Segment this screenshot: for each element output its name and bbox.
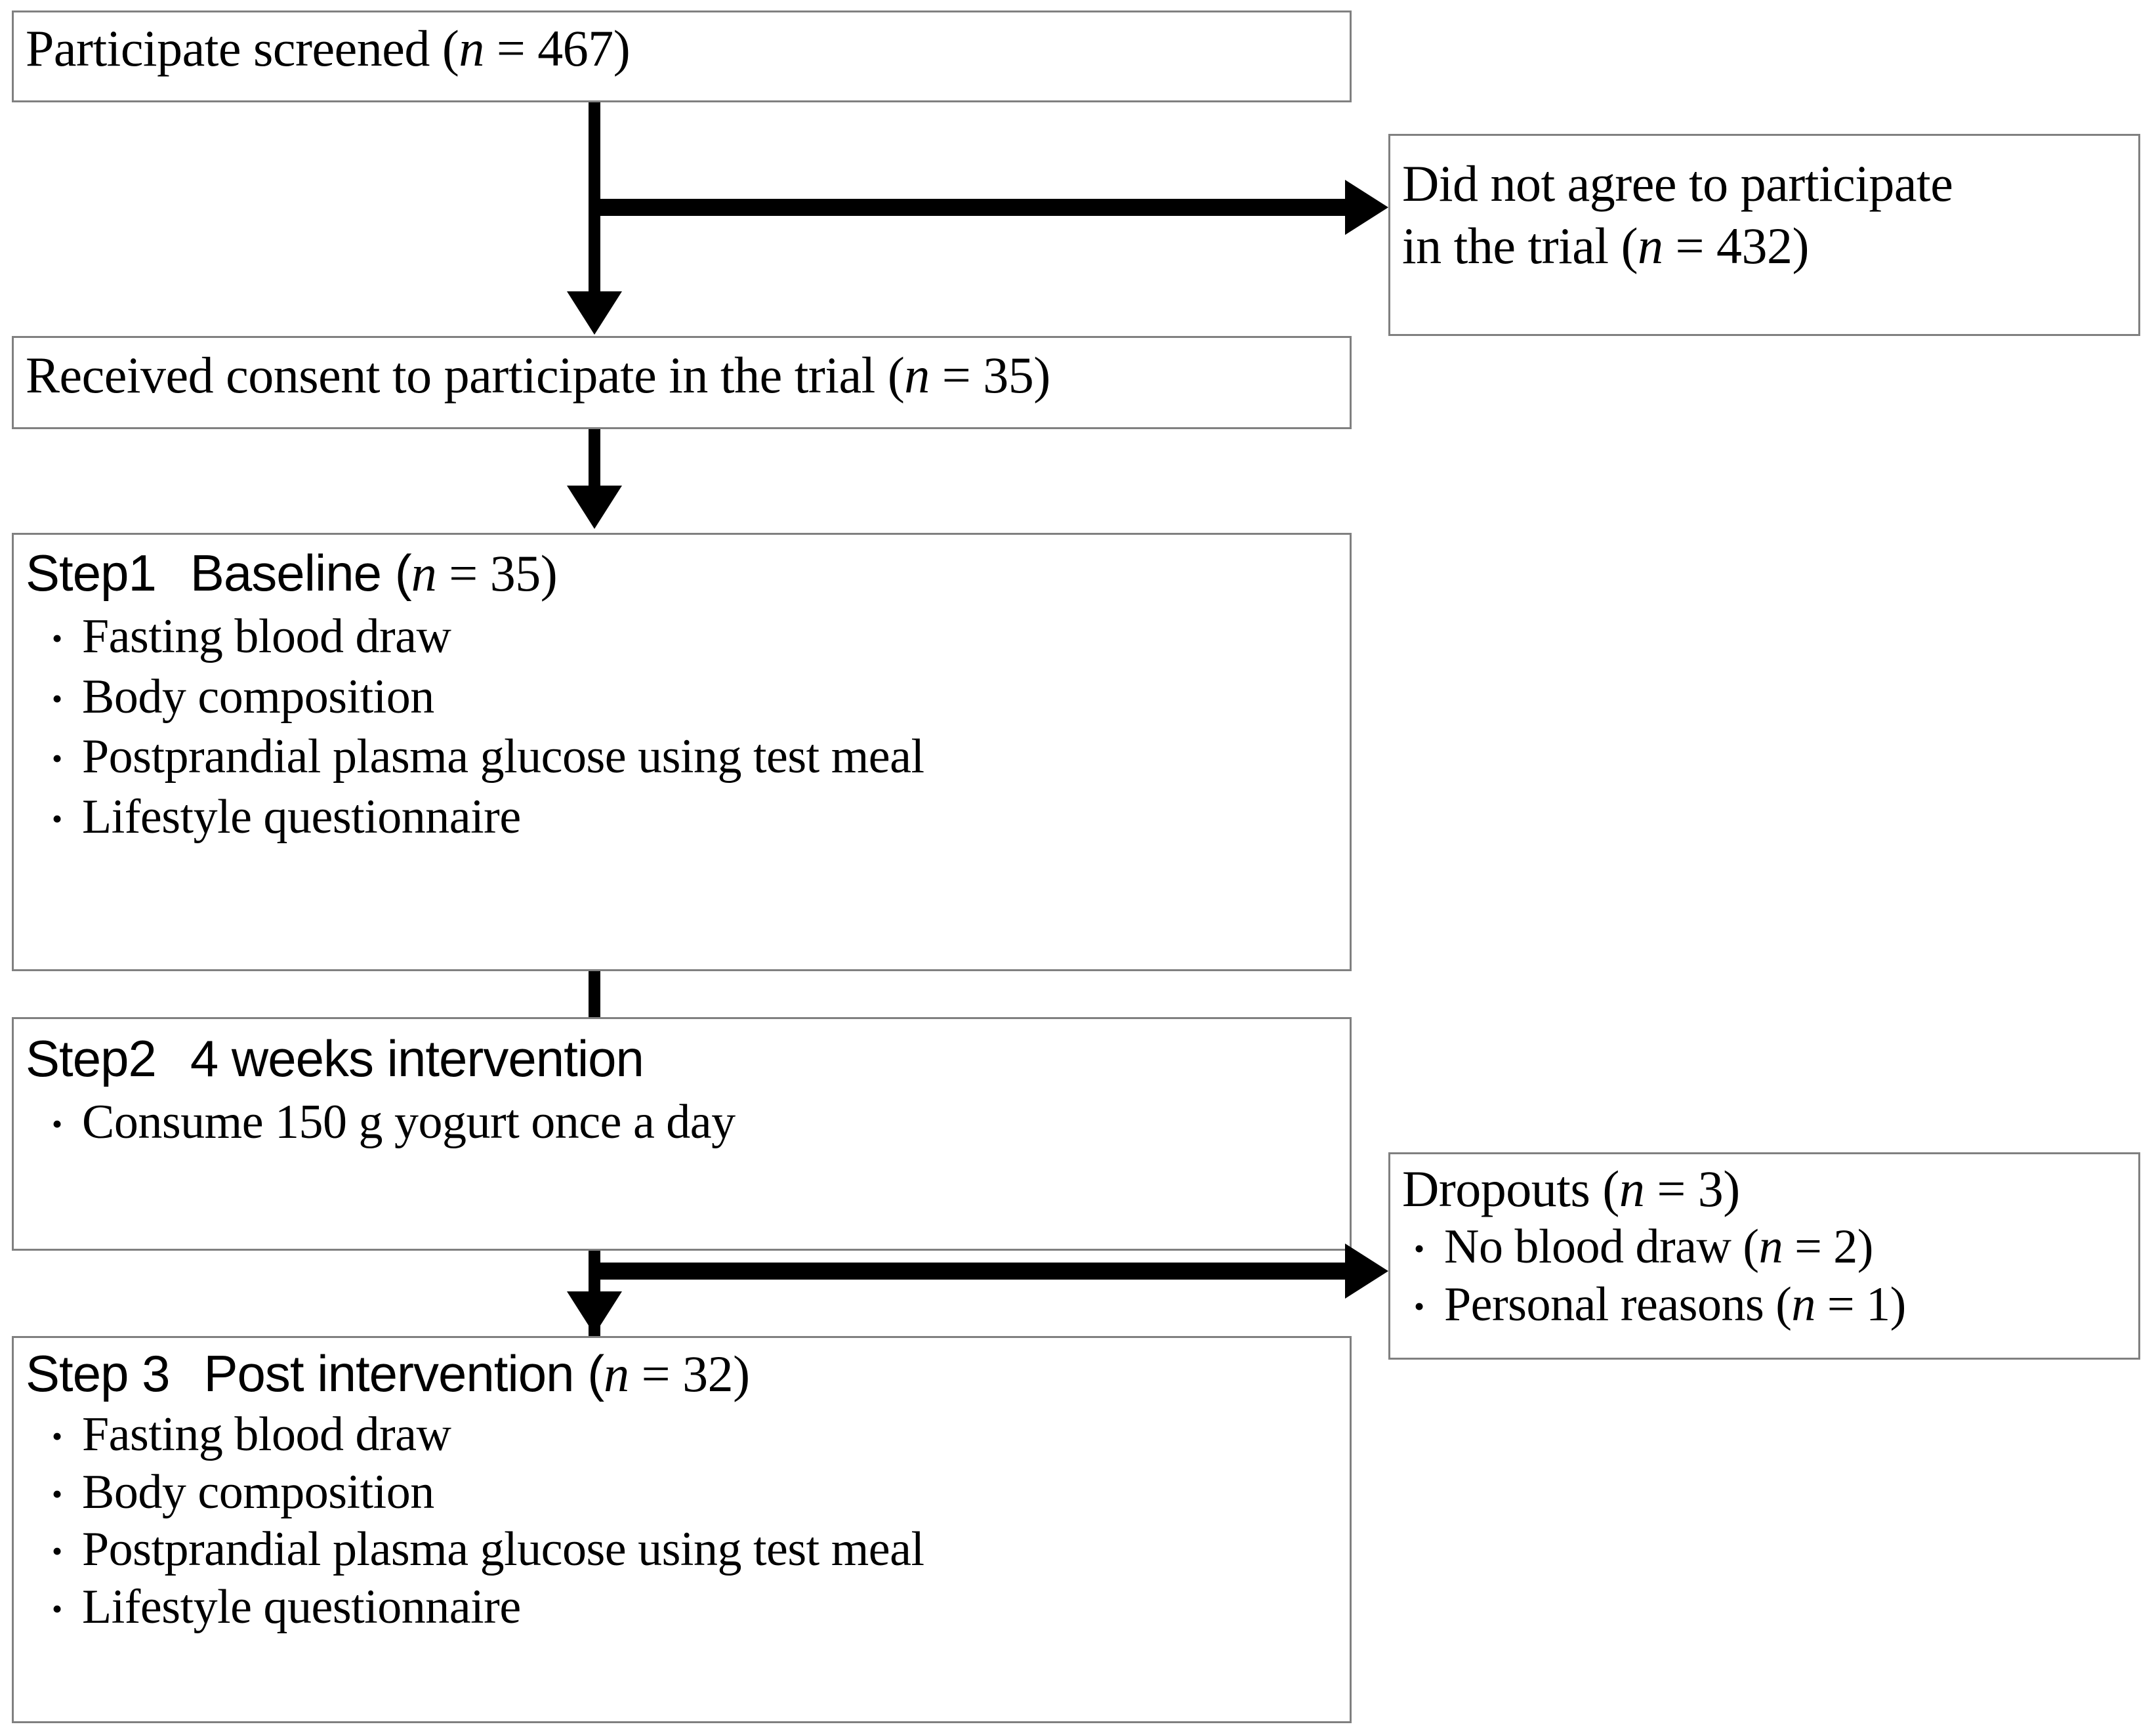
step3-bullet-2: Body composition	[26, 1467, 1338, 1518]
step3-bullet-4: Lifestyle questionnaire	[26, 1580, 1338, 1635]
step3-bullet-2-text: Body composition	[82, 1465, 434, 1519]
bullet-point-icon	[52, 1108, 82, 1140]
step1-bullet-3: Postprandial plasma glucose using test m…	[26, 732, 1338, 783]
bullet-point-icon	[1414, 1291, 1444, 1322]
step1-n-symbol: n	[411, 545, 437, 602]
arrow-screened-to-consent-head	[567, 291, 622, 335]
step3-heading: Step 3 Post intervention (n = 32)	[26, 1347, 1338, 1400]
dropouts-bullet-2-suffix: = 1)	[1815, 1277, 1906, 1331]
dropouts-bullet-1-suffix: = 2)	[1783, 1220, 1873, 1274]
screened-text-suffix: = 467)	[484, 20, 631, 77]
dropouts-bullet-2: Personal reasons (n = 1)	[1402, 1277, 2126, 1331]
box-step1-baseline: Step1 Baseline (n = 35) Fasting blood dra…	[12, 533, 1352, 971]
screened-text-line: Participate screened (n = 467)	[26, 22, 1338, 75]
box-step3-post-intervention: Step 3 Post intervention (n = 32) Fasting…	[12, 1336, 1352, 1723]
received-consent-text-line: Received consent to participate in the t…	[26, 348, 1338, 402]
did-not-agree-text-2a: in the trial (	[1402, 217, 1638, 275]
bullet-point-icon	[52, 1478, 82, 1510]
step2-bullet-1-text: Consume 150 g yogurt once a day	[82, 1095, 736, 1150]
received-consent-n-symbol: n	[904, 346, 930, 404]
bullet-point-icon	[1414, 1233, 1444, 1265]
dropouts-bullet-1-prefix: No blood draw (	[1444, 1220, 1759, 1274]
did-not-agree-line-1: Did not agree to participate	[1402, 157, 2126, 210]
box-dropouts-body: Dropouts (n = 3) No blood draw (n = 2) P…	[1390, 1154, 2138, 1358]
step2-heading: Step2 4 weeks intervention	[26, 1032, 1338, 1085]
did-not-agree-text-1: Did not agree to participate	[1402, 155, 1953, 212]
connector-step2-to-dropouts-line	[589, 1263, 1346, 1280]
step1-bullet-2-text: Body composition	[82, 669, 434, 724]
bullet-point-icon	[52, 1421, 82, 1452]
did-not-agree-n-symbol: n	[1638, 217, 1663, 275]
bullet-point-icon	[52, 683, 82, 715]
step1-bullet-4: Lifestyle questionnaire	[26, 790, 1338, 845]
received-consent-prefix: Received consent to participate in the t…	[26, 346, 905, 404]
bullet-point-icon	[52, 1593, 82, 1625]
step1-heading-title: Baseline (	[190, 544, 412, 602]
step3-n-symbol: n	[604, 1345, 629, 1402]
step1-bullet-4-text: Lifestyle questionnaire	[82, 790, 521, 845]
bullet-point-icon	[52, 1536, 82, 1567]
did-not-agree-line-2: in the trial (n = 432)	[1402, 219, 2126, 272]
screened-text-prefix: Participate screened (	[26, 20, 459, 77]
step2-step-label: Step2	[26, 1030, 157, 1087]
arrow-step2-to-step3-head	[567, 1291, 622, 1335]
step3-bullet-1: Fasting blood draw	[26, 1408, 1338, 1462]
step3-bullet-4-text: Lifestyle questionnaire	[82, 1580, 521, 1635]
arrow-step2-to-dropouts-head	[1345, 1244, 1388, 1299]
connector-step1-to-step2-bar	[589, 971, 600, 1018]
dropouts-bullet-2-prefix: Personal reasons (	[1444, 1277, 1792, 1331]
box-did-not-agree: Did not agree to participate in the tria…	[1388, 134, 2140, 336]
box-received-consent-body: Received consent to participate in the t…	[14, 338, 1350, 427]
box-step1-baseline-body: Step1 Baseline (n = 35) Fasting blood dra…	[14, 535, 1350, 969]
step1-step-label: Step1	[26, 544, 157, 602]
arrow-consent-to-step1-head	[567, 486, 622, 529]
box-step2-intervention: Step2 4 weeks intervention Consume 150 g …	[12, 1017, 1352, 1251]
box-participants-screened-body: Participate screened (n = 467)	[14, 12, 1350, 100]
box-dropouts: Dropouts (n = 3) No blood draw (n = 2) P…	[1388, 1152, 2140, 1360]
step3-bullet-1-text: Fasting blood draw	[82, 1408, 451, 1462]
bullet-point-icon	[52, 623, 82, 654]
dropouts-n-symbol: n	[1619, 1160, 1645, 1217]
step1-bullet-1: Fasting blood draw	[26, 610, 1338, 664]
box-step2-intervention-body: Step2 4 weeks intervention Consume 150 g …	[14, 1019, 1350, 1249]
box-did-not-agree-body: Did not agree to participate in the tria…	[1390, 136, 2138, 334]
dropouts-heading: Dropouts (n = 3)	[1402, 1162, 2126, 1215]
step1-heading-suffix: = 35)	[436, 545, 558, 602]
bullet-point-icon	[52, 803, 82, 835]
box-participants-screened: Participate screened (n = 467)	[12, 10, 1352, 102]
dropouts-bullet-1-n-symbol: n	[1758, 1220, 1783, 1274]
did-not-agree-text-2b: = 432)	[1663, 217, 1810, 275]
step1-bullet-3-text: Postprandial plasma glucose using test m…	[82, 730, 924, 784]
step3-bullet-3-text: Postprandial plasma glucose using test m…	[82, 1522, 924, 1577]
connector-screened-to-did-not-agree-line	[589, 199, 1346, 216]
received-consent-suffix: = 35)	[929, 346, 1050, 404]
step1-bullet-2: Body composition	[26, 669, 1338, 724]
step1-heading: Step1 Baseline (n = 35)	[26, 544, 1338, 602]
screened-n-symbol: n	[459, 20, 484, 77]
dropouts-bullet-2-n-symbol: n	[1791, 1277, 1815, 1331]
arrow-screened-to-did-not-agree-head	[1345, 180, 1388, 235]
box-received-consent: Received consent to participate in the t…	[12, 336, 1352, 429]
box-step3-post-intervention-body: Step 3 Post intervention (n = 32) Fasting…	[14, 1338, 1350, 1721]
connector-consent-to-step1-stem	[589, 429, 600, 493]
bullet-point-icon	[52, 743, 82, 774]
step3-step-label: Step 3	[26, 1345, 171, 1402]
step2-bullet-1: Consume 150 g yogurt once a day	[26, 1097, 1338, 1148]
dropouts-heading-prefix: Dropouts (	[1402, 1160, 1619, 1217]
dropouts-heading-suffix: = 3)	[1644, 1160, 1740, 1217]
step3-heading-title: Post intervention (	[203, 1345, 605, 1402]
step1-bullet-1-text: Fasting blood draw	[82, 610, 451, 664]
step3-bullet-3: Postprandial plasma glucose using test m…	[26, 1524, 1338, 1576]
dropouts-bullet-1: No blood draw (n = 2)	[1402, 1220, 2126, 1274]
step3-heading-suffix: = 32)	[629, 1345, 750, 1402]
step2-heading-title: 4 weeks intervention	[190, 1030, 644, 1087]
